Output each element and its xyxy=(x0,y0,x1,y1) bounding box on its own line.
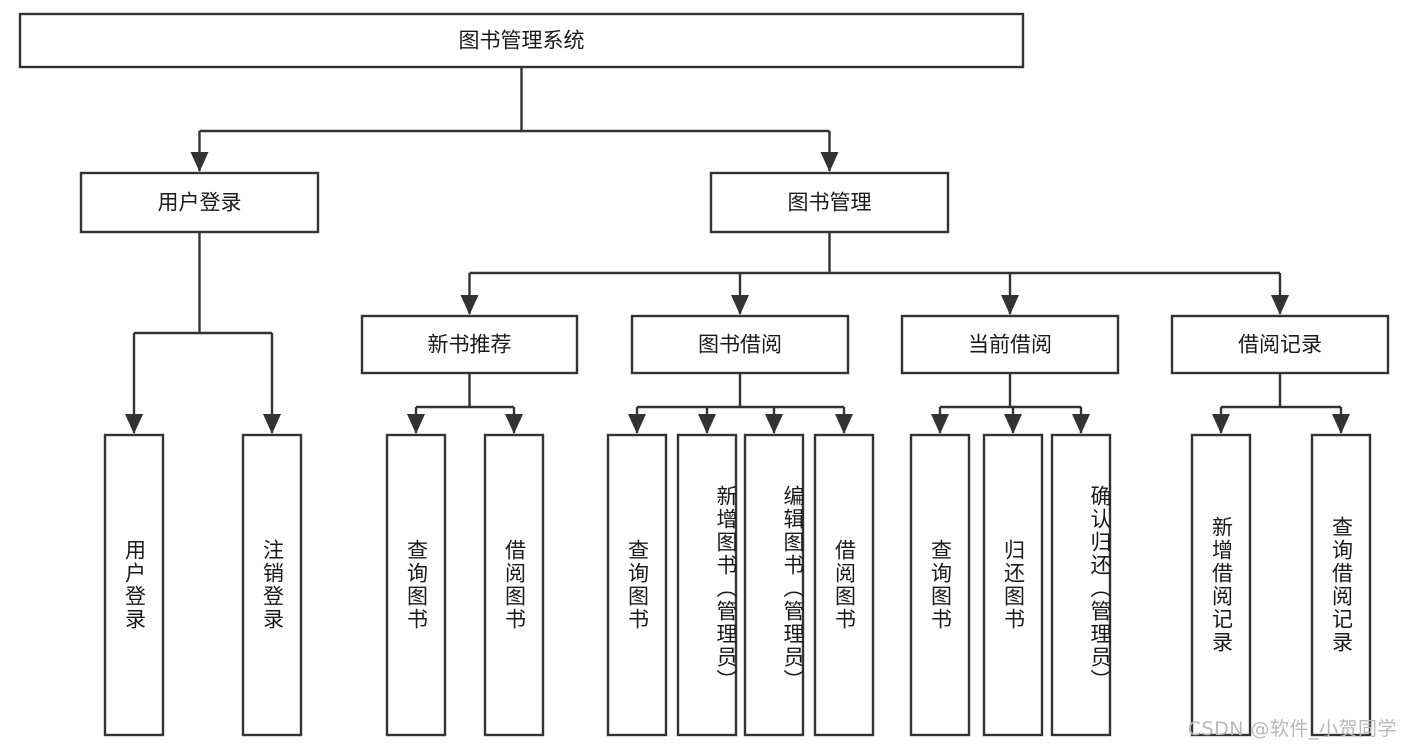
arrow-head-icon xyxy=(698,414,716,434)
arrow-head-icon xyxy=(505,414,523,434)
node-label-borrow-record: 借阅记录 xyxy=(1238,333,1322,357)
node-box-borrow-record[interactable] xyxy=(1170,314,1390,375)
node-box-leaf-query-book-1[interactable] xyxy=(385,433,447,737)
node-box-leaf-query-book-3[interactable] xyxy=(909,433,971,737)
node-box-leaf-query-book-2[interactable] xyxy=(606,433,668,737)
node-label-current-borrow: 当前借阅 xyxy=(968,333,1052,357)
arrow-head-icon xyxy=(1271,295,1289,315)
node-box-leaf-add-record[interactable] xyxy=(1190,433,1252,737)
node-box-leaf-return-book[interactable] xyxy=(982,433,1044,737)
arrow-head-icon xyxy=(460,295,479,315)
arrow-head-icon xyxy=(1001,295,1019,315)
node-box-book-manage[interactable] xyxy=(709,171,950,234)
node-box-leaf-add-book[interactable] xyxy=(676,433,738,737)
node-label-book-manage: 图书管理 xyxy=(788,191,872,215)
node-label-book-borrow: 图书借阅 xyxy=(698,333,782,357)
node-label-root: 图书管理系统 xyxy=(459,29,585,53)
arrow-head-icon xyxy=(125,414,143,434)
node-box-book-borrow[interactable] xyxy=(630,314,850,375)
node-boxes xyxy=(18,12,1390,737)
arrow-head-icon xyxy=(1332,414,1350,434)
node-label-new-book-rec: 新书推荐 xyxy=(428,333,512,357)
node-box-user-login[interactable] xyxy=(79,171,320,234)
arrow-head-icon xyxy=(820,152,839,172)
arrow-head-icon xyxy=(931,414,949,434)
arrow-head-icon xyxy=(1004,414,1022,434)
node-box-new-book-rec[interactable] xyxy=(360,314,579,375)
arrow-head-icon xyxy=(731,295,749,315)
node-box-leaf-edit-book[interactable] xyxy=(743,433,805,737)
watermark-text: CSDN @软件_小贺同学 xyxy=(1187,718,1397,740)
arrow-head-icon xyxy=(190,152,209,172)
arrow-head-icon xyxy=(263,414,281,434)
arrow-head-icon xyxy=(835,414,853,434)
node-box-leaf-confirm-return[interactable] xyxy=(1050,433,1112,737)
arrow-head-icon xyxy=(628,414,646,434)
node-box-leaf-borrow-book-2[interactable] xyxy=(813,433,875,737)
node-box-current-borrow[interactable] xyxy=(900,314,1120,375)
arrow-head-icon xyxy=(407,414,425,434)
arrow-head-icon xyxy=(765,414,783,434)
node-box-leaf-user-login[interactable] xyxy=(103,433,165,737)
connector-edges xyxy=(125,67,1350,434)
arrow-head-icon xyxy=(1212,414,1230,434)
node-box-leaf-query-record[interactable] xyxy=(1310,433,1372,737)
node-box-root[interactable] xyxy=(18,12,1025,69)
node-box-leaf-borrow-book-1[interactable] xyxy=(483,433,545,737)
node-box-leaf-logout[interactable] xyxy=(241,433,303,737)
arrow-head-icon xyxy=(1072,414,1090,434)
node-label-user-login: 用户登录 xyxy=(158,191,242,215)
